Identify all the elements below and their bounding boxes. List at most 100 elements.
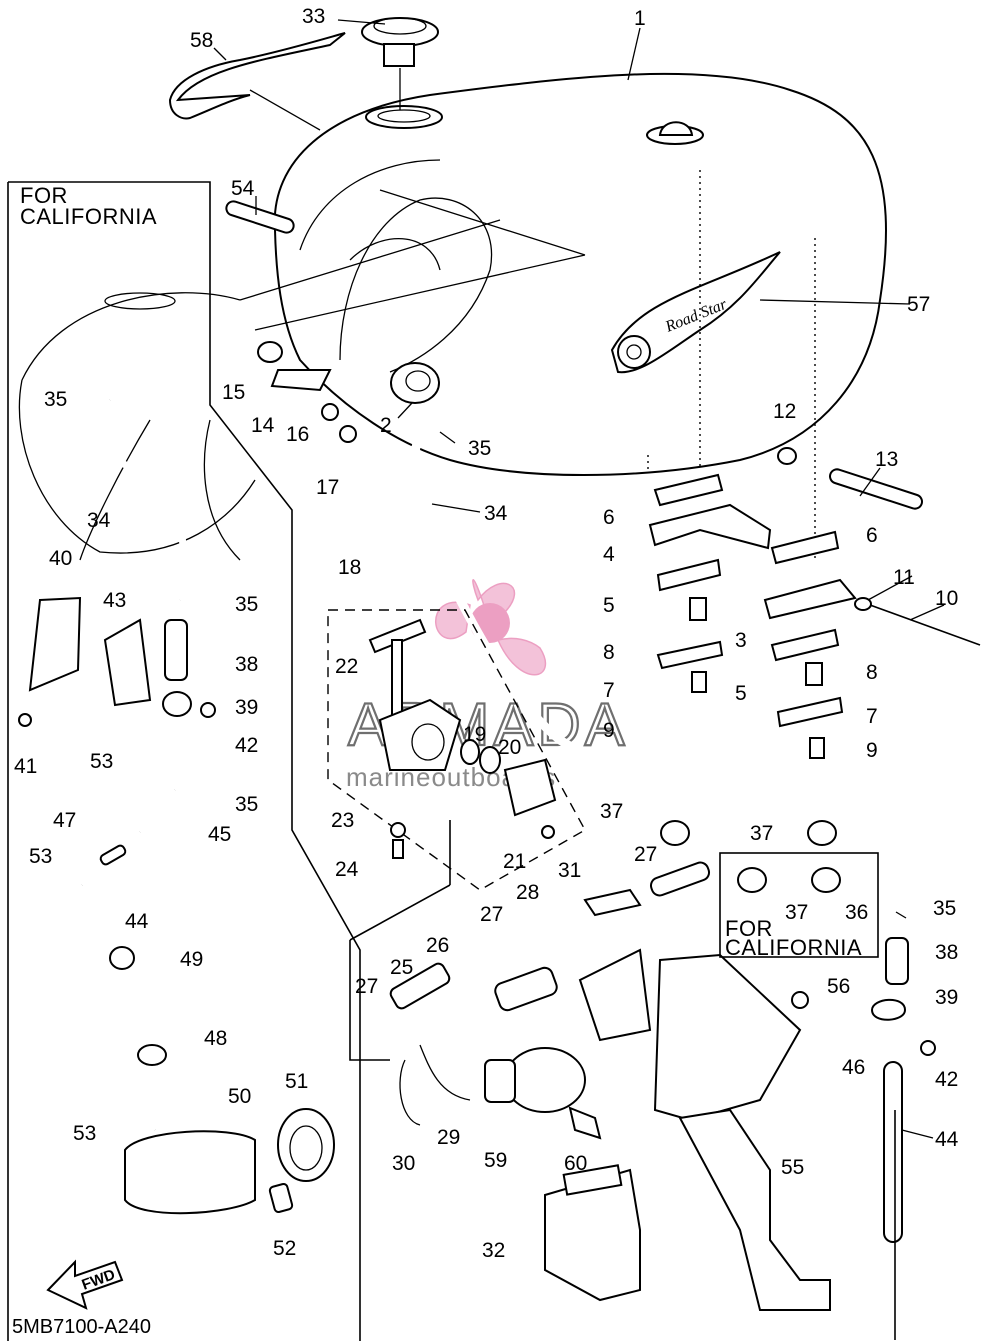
callout-8b: 8	[866, 661, 878, 684]
callout-42a: 42	[235, 734, 258, 757]
california-panel: FOR CALIFORNIA	[7, 181, 361, 1341]
callout-43: 43	[103, 589, 126, 612]
fuel-tank: Road Star	[273, 72, 887, 560]
callout-35c: 35	[235, 593, 258, 616]
callout-6a: 6	[603, 506, 615, 529]
callout-55: 55	[781, 1156, 804, 1179]
callout-51: 51	[285, 1070, 308, 1093]
brackets-55-32	[544, 953, 831, 1311]
leader-lines	[213, 19, 945, 1139]
callout-21: 21	[503, 850, 526, 873]
callout-38b: 38	[935, 941, 958, 964]
callout-3: 3	[735, 629, 747, 652]
callout-37b: 37	[750, 822, 773, 845]
callout-54: 54	[231, 177, 255, 200]
callout-56: 56	[827, 975, 850, 998]
callout-15: 15	[222, 381, 245, 404]
callout-12: 12	[773, 400, 796, 423]
callout-28: 28	[516, 881, 539, 904]
callout-27c: 27	[634, 843, 657, 866]
callout-46: 46	[842, 1056, 865, 1079]
callout-57: 57	[907, 293, 930, 316]
fuel-filter-area	[349, 820, 711, 1140]
callout-1: 1	[634, 7, 646, 30]
california-label-line2: CALIFORNIA	[20, 204, 157, 229]
callout-23: 23	[331, 809, 354, 832]
california-inset: FOR CALIFORNIA	[719, 852, 879, 960]
callout-24: 24	[335, 858, 359, 881]
callout-6b: 6	[866, 524, 878, 547]
callout-53c: 53	[73, 1122, 96, 1145]
fwd-arrow-label: FWD	[80, 1266, 118, 1294]
callout-42b: 42	[935, 1068, 958, 1091]
bracket-and-damper-parts	[225, 189, 586, 443]
callout-22: 22	[335, 655, 358, 678]
callout-11: 11	[893, 566, 915, 589]
callout-33: 33	[302, 5, 325, 28]
callout-38a: 38	[235, 653, 258, 676]
callout-35a: 35	[44, 388, 67, 411]
callout-41: 41	[14, 755, 37, 778]
callout-17: 17	[316, 476, 339, 499]
callout-45: 45	[208, 823, 231, 846]
callout-27b: 27	[480, 903, 503, 926]
callout-35e: 35	[933, 897, 956, 920]
california-label-line1: FOR	[20, 183, 68, 208]
callout-7b: 7	[866, 705, 878, 728]
callout-16: 16	[286, 423, 309, 446]
callout-44a: 44	[125, 910, 149, 933]
fuel-cock-assembly-18	[327, 609, 586, 891]
right-hose-parts	[660, 820, 936, 1340]
callout-50: 50	[228, 1085, 251, 1108]
callout-35b: 35	[468, 437, 491, 460]
callout-53a: 53	[90, 750, 113, 773]
callout-37c: 37	[785, 901, 808, 924]
callout-9b: 9	[866, 739, 878, 762]
fuel-cap-33	[361, 17, 439, 110]
callout-27a: 27	[355, 975, 378, 998]
callout-34a: 34	[87, 509, 111, 532]
callout-5b: 5	[735, 682, 747, 705]
callout-26: 26	[426, 934, 449, 957]
callout-10: 10	[935, 587, 958, 610]
callout-47: 47	[53, 809, 76, 832]
callout-9a: 9	[603, 719, 615, 742]
california-panel-parts: FWD	[18, 398, 335, 1310]
callout-52: 52	[273, 1237, 296, 1260]
callout-36: 36	[845, 901, 868, 924]
callout-29: 29	[437, 1126, 460, 1149]
callout-8a: 8	[603, 641, 615, 664]
california-tank-outline	[18, 292, 256, 561]
callout-13: 13	[875, 448, 898, 471]
callout-49: 49	[180, 948, 203, 971]
callout-30: 30	[392, 1152, 415, 1175]
callout-40: 40	[49, 547, 72, 570]
callout-19: 19	[463, 723, 486, 746]
mounting-hardware	[648, 447, 981, 759]
drawing-code: 5MB7100-A240	[12, 1316, 151, 1338]
callout-59: 59	[484, 1149, 507, 1172]
callout-2: 2	[380, 414, 392, 437]
tank-cover-strip-58	[168, 32, 346, 131]
callout-32: 32	[482, 1239, 505, 1262]
callout-48: 48	[204, 1027, 227, 1050]
inset-label-line2: CALIFORNIA	[725, 935, 862, 960]
callout-14: 14	[251, 414, 275, 437]
callout-4: 4	[603, 543, 615, 566]
callout-60: 60	[564, 1152, 587, 1175]
callout-34b: 34	[484, 502, 508, 525]
callout-53b: 53	[29, 845, 52, 868]
callout-7a: 7	[603, 679, 615, 702]
callout-25: 25	[390, 956, 413, 979]
callout-37a: 37	[600, 800, 623, 823]
callout-39a: 39	[235, 696, 258, 719]
callout-35d: 35	[235, 793, 258, 816]
inset-label-line1: FOR	[725, 916, 773, 941]
callout-44b: 44	[935, 1128, 959, 1151]
callout-labels: 1 2 3 4 5 5 6 6 7 7 8 8 9 9 10 11 12 13 …	[14, 5, 959, 1262]
callout-18: 18	[338, 556, 361, 579]
watermark-propeller-logo	[435, 579, 547, 676]
callout-20: 20	[498, 736, 521, 759]
callout-5a: 5	[603, 594, 615, 617]
